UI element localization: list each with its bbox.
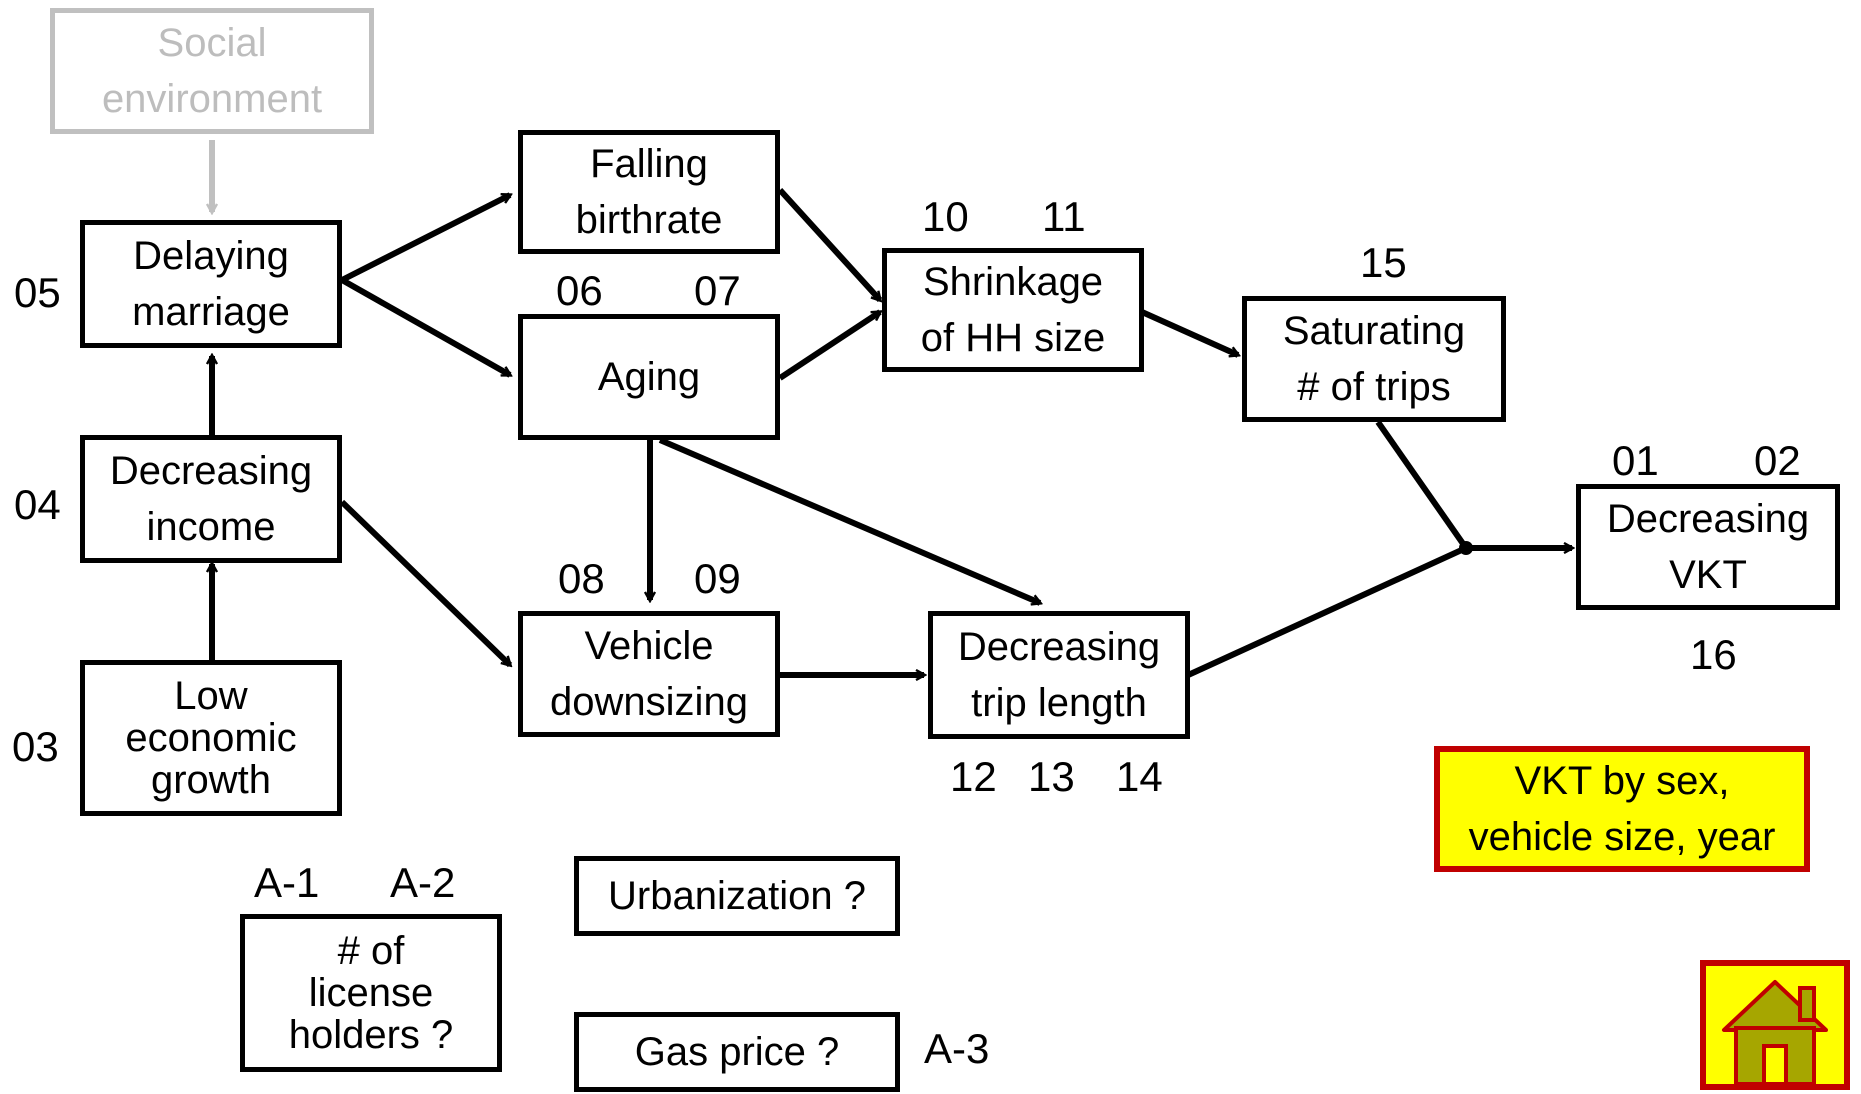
- box-low-economic-growth: Low economic growth: [80, 660, 342, 816]
- label-03: 03: [12, 723, 59, 770]
- decreasing-trip-length-text: Decreasing trip length: [957, 625, 1161, 725]
- vehicle-downsizing-text: Vehicle downsizing: [550, 624, 748, 724]
- label-13: 13: [1028, 753, 1075, 800]
- falling-birthrate-text: Falling birthrate: [575, 142, 723, 242]
- decreasing-income-text: Decreasing income: [109, 449, 313, 549]
- home-button[interactable]: [1700, 960, 1850, 1090]
- label-10: 10: [922, 193, 969, 240]
- gas-price-text: Gas price ?: [634, 1030, 840, 1074]
- box-decreasing-income: Decreasing income: [80, 435, 342, 563]
- aging-text: Aging: [597, 355, 701, 399]
- box-vkt-by-sex[interactable]: VKT by sex, vehicle size, year: [1434, 746, 1810, 872]
- arrow-shrinkage-to-saturating: [1140, 309, 1238, 358]
- label-a1: A-1: [254, 859, 320, 906]
- box-saturating-trips: Saturating # of trips: [1242, 296, 1506, 422]
- label-04: 04: [14, 481, 61, 528]
- label-a3: A-3: [924, 1025, 990, 1072]
- saturating-trips-text: Saturating # of trips: [1282, 309, 1466, 409]
- box-urbanization: Urbanization ?: [574, 856, 900, 936]
- junction-dot: [1459, 541, 1473, 555]
- label-08: 08: [558, 555, 605, 602]
- home-icon: [1722, 980, 1828, 1084]
- box-gas-price: Gas price ?: [574, 1012, 900, 1092]
- box-decreasing-vkt: Decreasing VKT: [1576, 484, 1840, 610]
- box-shrinkage-hh-size: Shrinkage of HH size: [882, 248, 1144, 372]
- label-06: 06: [556, 267, 603, 314]
- low-economic-growth-text: Low economic growth: [125, 674, 297, 802]
- label-a2: A-2: [390, 859, 456, 906]
- arrow-falling-to-shrinkage: [777, 187, 880, 300]
- label-16: 16: [1690, 631, 1737, 678]
- label-15: 15: [1360, 239, 1407, 286]
- label-02: 02: [1754, 437, 1801, 484]
- arrow-delaying-to-aging: [340, 277, 510, 378]
- arrow-aging-to-shrinkage: [778, 309, 880, 381]
- decreasing-vkt-text: Decreasing VKT: [1606, 497, 1810, 597]
- box-vehicle-downsizing: Vehicle downsizing: [518, 611, 780, 737]
- line-saturating-to-junction: [1375, 420, 1469, 550]
- label-07: 07: [694, 267, 741, 314]
- label-12: 12: [950, 753, 997, 800]
- vkt-by-sex-text: VKT by sex, vehicle size, year: [1468, 759, 1776, 859]
- box-decreasing-trip-length: Decreasing trip length: [928, 611, 1190, 739]
- delaying-marriage-text: Delaying marriage: [132, 234, 290, 334]
- shrinkage-hh-size-text: Shrinkage of HH size: [920, 260, 1106, 360]
- box-falling-birthrate: Falling birthrate: [518, 130, 780, 254]
- box-aging: Aging: [518, 314, 780, 440]
- arrow-aging-to-trip: [658, 437, 1040, 606]
- arrow-delaying-to-falling: [340, 192, 510, 283]
- label-11: 11: [1042, 193, 1086, 240]
- urbanization-text: Urbanization ?: [608, 874, 866, 918]
- label-01: 01: [1612, 437, 1659, 484]
- box-license-holders: # of license holders ?: [240, 914, 502, 1072]
- box-social-environment: Social environment: [50, 8, 374, 134]
- license-holders-text: # of license holders ?: [288, 929, 454, 1057]
- label-09: 09: [694, 555, 741, 602]
- label-05: 05: [14, 269, 61, 316]
- label-14: 14: [1116, 753, 1163, 800]
- arrow-income-to-vehicle: [339, 499, 510, 665]
- social-environment-text: Social environment: [101, 21, 323, 121]
- box-delaying-marriage: Delaying marriage: [80, 220, 342, 348]
- line-trip-to-junction: [1184, 545, 1468, 679]
